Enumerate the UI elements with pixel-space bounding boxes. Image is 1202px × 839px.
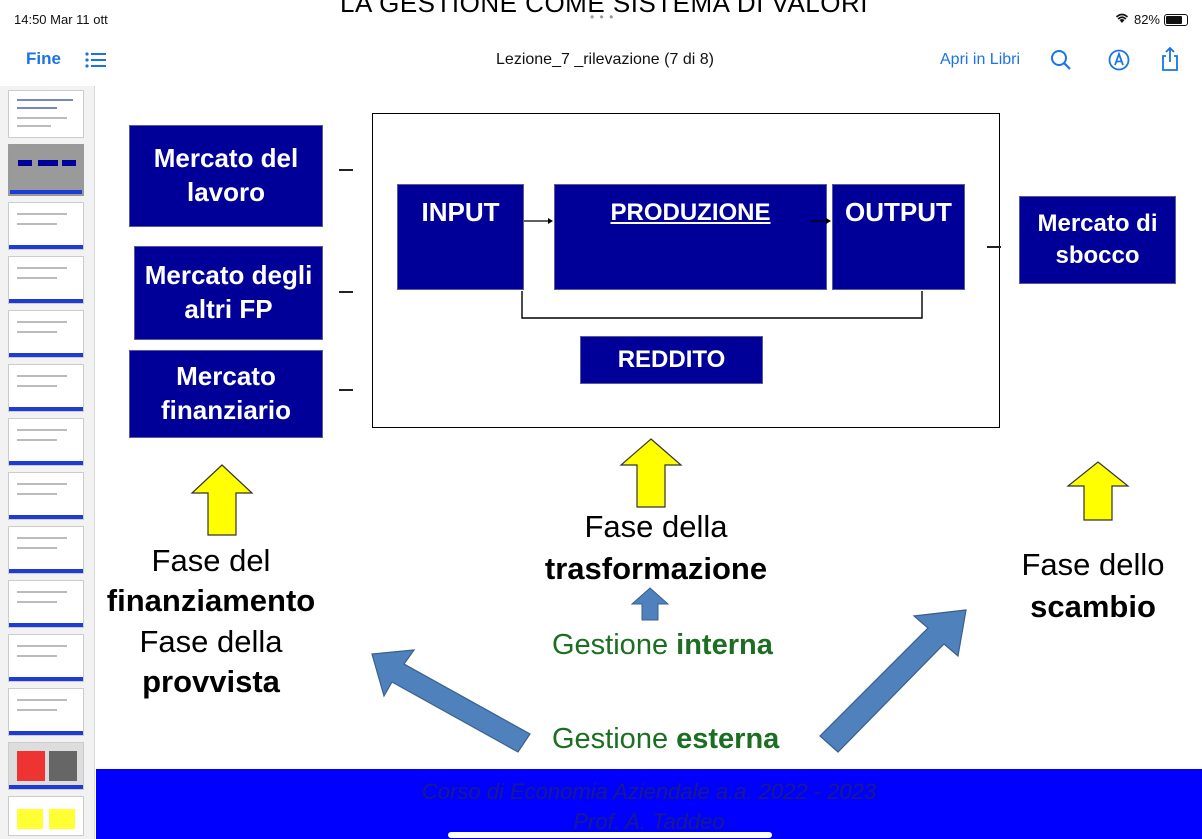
transformation-phase-text: Fase della trasformazione — [526, 506, 786, 590]
blue-diagonal-arrow-right-icon — [819, 609, 967, 753]
financing-phase-line1: Fase del — [151, 543, 271, 578]
page-thumbnail[interactable] — [8, 688, 84, 736]
course-line: Corso di Economia Aziendale a.a. 2022 - … — [421, 779, 877, 804]
blue-up-arrow-icon — [630, 587, 670, 621]
blue-diagonal-arrow-left-icon — [371, 649, 531, 753]
document-title: Lezione_7 _rilevazione (7 di 8) — [496, 51, 714, 68]
internal-management-label: Gestione interna — [552, 629, 773, 662]
dash — [339, 169, 353, 171]
list-icon[interactable] — [84, 50, 108, 75]
production-box: PRODUZIONE — [554, 184, 827, 290]
page-thumbnail[interactable] — [8, 202, 84, 250]
battery-percent: 82% — [1133, 12, 1160, 27]
transformation-phase-line2: trasformazione — [544, 550, 768, 586]
labor-market-box: Mercato del lavoro — [129, 125, 323, 227]
page-thumbnail-active[interactable] — [8, 144, 84, 196]
page-thumbnail[interactable] — [8, 364, 84, 412]
home-indicator[interactable] — [448, 832, 772, 838]
wifi-icon — [1114, 12, 1130, 27]
multitask-dots-icon[interactable]: • • • — [590, 10, 615, 24]
slide-footer: Corso di Economia Aziendale a.a. 2022 - … — [96, 769, 1202, 839]
process-frame — [372, 113, 1000, 428]
page-thumbnail[interactable] — [8, 90, 84, 138]
exchange-phase-line1: Fase dello — [1021, 547, 1165, 582]
slide-canvas: Mercato del lavoro Mercato degli altri F… — [96, 86, 1202, 839]
internal-management-keyword: interna — [676, 629, 773, 661]
page-thumbnail[interactable] — [8, 796, 84, 836]
page-thumbnail[interactable] — [8, 418, 84, 466]
status-bar: LA GESTIONE COME SISTEMA DI VALORI 14:50… — [0, 0, 1202, 40]
dash — [339, 389, 353, 391]
outlet-market-box: Mercato di sbocco — [1019, 196, 1176, 284]
slide-heading: LA GESTIONE COME SISTEMA DI VALORI — [340, 0, 868, 18]
internal-management-prefix: Gestione — [552, 629, 677, 661]
supply-phase-line2: provvista — [142, 663, 280, 699]
dash — [339, 291, 353, 293]
page-thumbnail-sidebar[interactable] — [0, 86, 95, 839]
dash — [987, 246, 1001, 248]
page-thumbnail[interactable] — [8, 580, 84, 628]
page-thumbnail[interactable] — [8, 742, 84, 790]
external-management-prefix: Gestione — [552, 723, 677, 755]
yellow-up-arrow-icon — [1066, 461, 1130, 521]
external-management-label: Gestione esterna — [552, 723, 779, 756]
transformation-phase-line1: Fase della — [584, 509, 728, 544]
process-connectors — [521, 218, 923, 319]
external-management-keyword: esterna — [676, 723, 780, 755]
page-thumbnail[interactable] — [8, 310, 84, 358]
yellow-up-arrow-icon — [619, 438, 683, 508]
output-box: OUTPUT — [832, 184, 965, 290]
supply-phase-line1: Fase della — [139, 623, 283, 659]
financial-market-box: Mercato finanziario — [129, 350, 323, 438]
income-box: REDDITO — [580, 336, 763, 384]
page-thumbnail[interactable] — [8, 256, 84, 304]
page-thumbnail[interactable] — [8, 634, 84, 682]
battery-icon — [1164, 13, 1188, 26]
markup-icon[interactable] — [1108, 49, 1130, 76]
exchange-phase-line2: scambio — [1030, 588, 1156, 624]
other-fp-market-box: Mercato degli altri FP — [134, 246, 323, 340]
open-in-books-button[interactable]: Apri in Libri — [940, 51, 1021, 68]
financing-phase-text: Fase del finanziamento Fase della provvi… — [96, 541, 326, 702]
search-icon[interactable] — [1050, 49, 1072, 76]
yellow-up-arrow-icon — [190, 464, 254, 536]
page-thumbnail[interactable] — [8, 526, 84, 574]
status-indicators: 82% — [1114, 12, 1188, 27]
exchange-phase-text: Fase dello scambio — [984, 544, 1202, 628]
page-thumbnail[interactable] — [8, 472, 84, 520]
professor-line: Prof. A. Taddeo — [573, 809, 725, 834]
financing-phase-line2: finanziamento — [106, 583, 316, 619]
status-time: 14:50 Mar 11 ott — [14, 12, 108, 27]
done-button[interactable]: Fine — [26, 49, 61, 68]
input-box: INPUT — [397, 184, 524, 290]
share-icon[interactable] — [1160, 46, 1180, 77]
